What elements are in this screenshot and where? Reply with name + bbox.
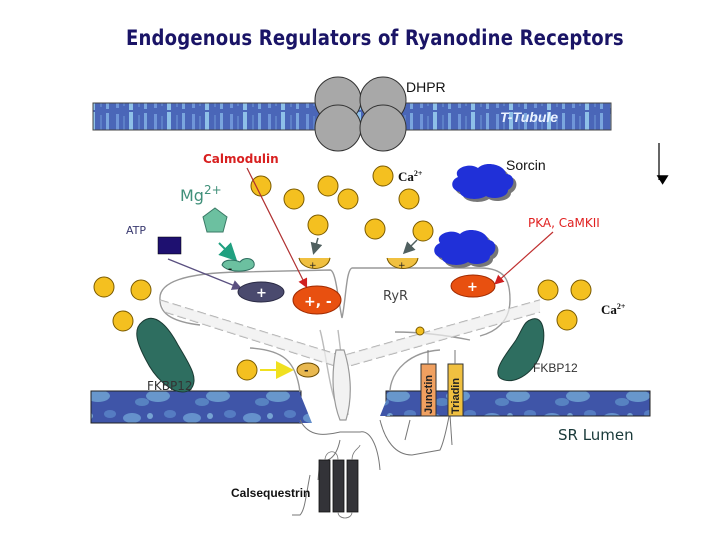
pka-arrow [494,231,554,285]
mg-label: Mg2+ [180,183,222,205]
fkbp12-right-label: FKBP12 [533,361,578,375]
mg-pentagon [202,207,228,233]
luminal-site-sign: - [304,364,309,377]
calcium-label-top: Ca2+ [398,169,423,184]
dhpr-complex [314,76,407,152]
calcium-ions [93,165,592,381]
ryr-band [160,300,540,368]
atp-label: ATP [126,224,146,237]
fkbp12-left-label: FKBP12 [147,379,193,393]
ca-site-left [298,237,331,269]
atp-site [237,281,285,303]
ryr-label: RyR [383,289,408,304]
ca-site-left-sign: + [309,261,317,271]
mg-site-sign: - [228,264,232,275]
pka-site [450,274,496,298]
pka-camkii-label: PKA, CaMKII [528,216,600,230]
ryr-pore [332,349,351,421]
calcium-label-right: Ca2+ [601,302,626,317]
fkbp12-right [497,318,545,382]
atp-arrow [167,258,243,290]
sorcin-label: Sorcin [506,157,546,173]
triadin [447,350,464,417]
junctin-label: Junctin [423,375,435,414]
atp-square [157,236,182,255]
luminal-site [296,362,320,378]
ca-site-right [386,239,419,269]
tether-lines [292,411,453,516]
calmodulin-site [292,285,342,315]
triadin-label: Triadin [450,378,462,414]
junctin [420,350,437,417]
calmodulin-arrow [246,167,308,289]
mg-site [221,258,255,272]
calsequestrin [318,444,361,519]
calmodulin-label: Calmodulin [203,152,279,166]
mg-arrow [218,242,238,262]
pka-site-sign: + [467,280,478,295]
atp-site-sign: + [256,286,267,301]
sr-membrane [90,390,651,424]
sorcin [434,163,517,268]
ca-site-right-sign: + [398,261,406,271]
fkbp12-left [136,317,195,393]
t-tubule-label: T-Tubule [500,109,558,125]
calsequestrin-label: Calsequestrin [231,486,310,500]
dhpr-label: DHPR [406,79,446,95]
calmodulin-site-sign: +, - [304,294,332,310]
sr-lumen-label: SR Lumen [558,426,634,444]
